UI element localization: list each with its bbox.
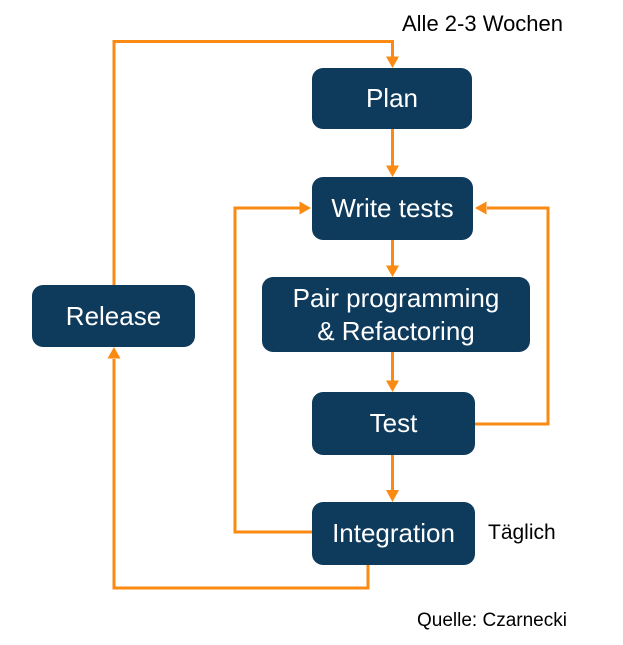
node-pair-programming: Pair programming & Refactoring (262, 277, 530, 352)
node-release: Release (32, 285, 195, 347)
arrow-write-tests-to-pair (386, 240, 399, 277)
arrow-test-to-write-tests (475, 201, 550, 426)
arrow-plan-to-write-tests (386, 129, 399, 177)
arrow-test-to-integration (386, 455, 399, 502)
node-write-tests-label: Write tests (331, 193, 454, 224)
node-test: Test (312, 392, 475, 455)
node-write-tests: Write tests (312, 177, 473, 240)
node-integration: Integration (312, 502, 475, 565)
arrow-pair-to-test (386, 352, 399, 392)
source-credit-label: Quelle: Czarnecki (417, 610, 567, 631)
arrow-release-to-plan (112, 40, 399, 285)
node-test-label: Test (369, 408, 418, 439)
arrow-integration-to-write-tests (233, 201, 312, 534)
node-pair-programming-label: Pair programming & Refactoring (292, 283, 500, 346)
node-integration-label: Integration (332, 518, 455, 549)
daily-label: Täglich (488, 521, 556, 544)
arrow-integration-to-release (107, 347, 370, 590)
node-plan: Plan (312, 68, 472, 129)
cycle-duration-label: Alle 2-3 Wochen (402, 11, 564, 36)
node-plan-label: Plan (365, 83, 419, 114)
node-release-label: Release (65, 300, 162, 331)
